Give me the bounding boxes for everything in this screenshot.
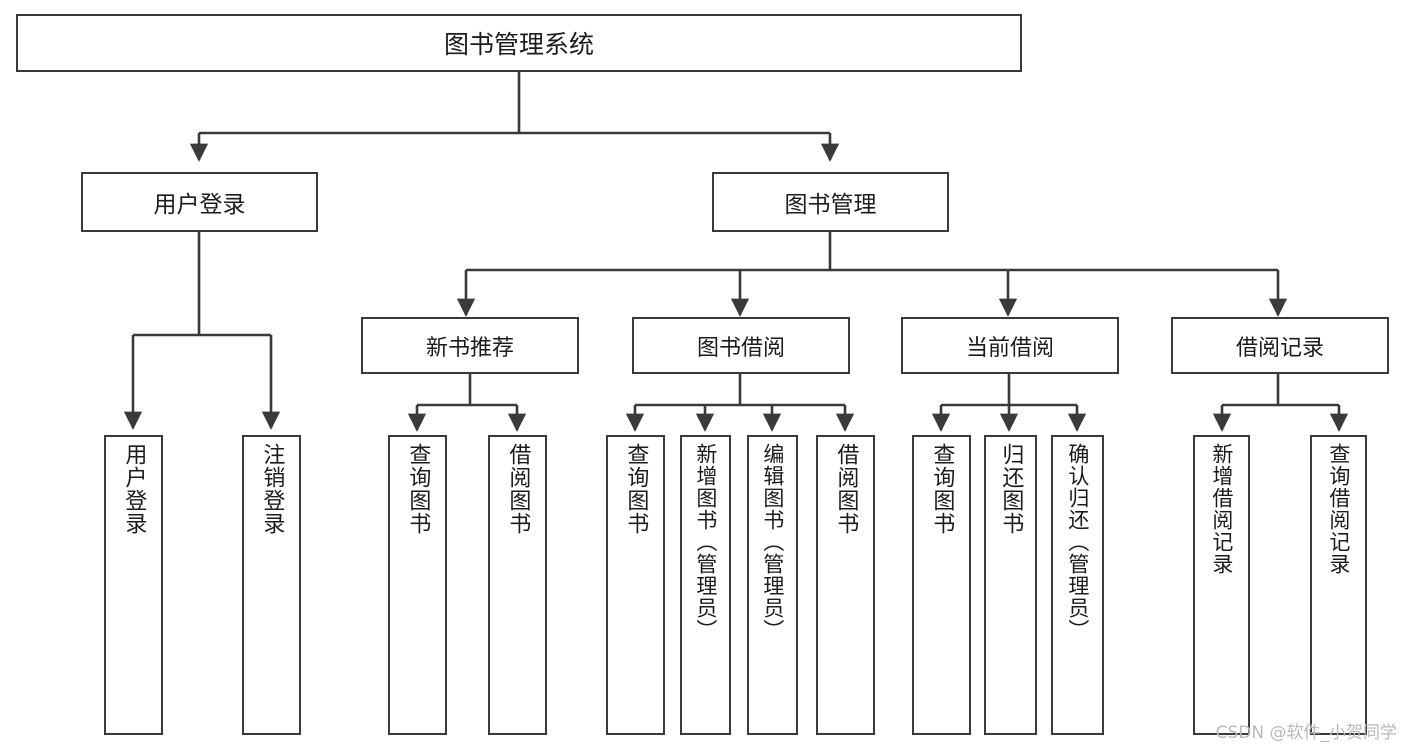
node-label: 查询图书 [405, 443, 431, 535]
node-current-borrow[interactable]: 当前借阅 [901, 317, 1119, 374]
node-label: 确认归还（管理员） [1065, 443, 1090, 641]
node-label: 图书借阅 [696, 335, 785, 361]
node-user-login[interactable]: 用户登录 [81, 172, 318, 232]
node-label: 当前借阅 [965, 335, 1054, 361]
node-label: 借阅记录 [1235, 335, 1324, 361]
node-leaf-add-borrow-record[interactable]: 新增借阅记录 [1193, 435, 1250, 735]
node-leaf-logout-login[interactable]: 注销登录 [242, 435, 301, 735]
node-label: 用户登录 [153, 192, 246, 218]
node-book-manage[interactable]: 图书管理 [712, 172, 949, 232]
node-label: 借阅图书 [505, 443, 531, 535]
node-label: 借阅图书 [833, 443, 859, 535]
node-leaf-confirm-return[interactable]: 确认归还（管理员） [1051, 435, 1104, 735]
node-label: 查询图书 [623, 443, 649, 535]
node-leaf-borrow-book[interactable]: 借阅图书 [816, 435, 875, 735]
node-leaf-add-book[interactable]: 新增图书（管理员） [680, 435, 731, 735]
node-label: 新增图书（管理员） [693, 443, 718, 641]
node-label: 注销登录 [259, 443, 285, 535]
node-label: 新增借阅记录 [1209, 443, 1234, 575]
node-label: 查询借阅记录 [1326, 443, 1351, 575]
node-leaf-edit-book[interactable]: 编辑图书（管理员） [747, 435, 798, 735]
node-leaf-query-book-current[interactable]: 查询图书 [912, 435, 971, 735]
node-borrow-record[interactable]: 借阅记录 [1171, 317, 1389, 374]
node-label: 新书推荐 [425, 335, 514, 361]
node-leaf-borrow-book-recommend[interactable]: 借阅图书 [488, 435, 547, 735]
watermark: CSDN @软件_小贺同学 [1215, 723, 1397, 743]
node-leaf-query-borrow-record[interactable]: 查询借阅记录 [1310, 435, 1367, 735]
node-label: 查询图书 [929, 443, 955, 535]
node-label: 用户登录 [121, 443, 147, 535]
node-book-borrow[interactable]: 图书借阅 [632, 317, 850, 374]
node-new-book-recommend[interactable]: 新书推荐 [361, 317, 579, 374]
node-label: 归还图书 [998, 443, 1024, 535]
node-root-system[interactable]: 图书管理系统 [16, 14, 1022, 72]
node-leaf-user-login[interactable]: 用户登录 [104, 435, 163, 735]
node-label: 图书管理 [784, 192, 877, 218]
node-label: 图书管理系统 [443, 30, 594, 59]
node-leaf-query-book-recommend[interactable]: 查询图书 [388, 435, 447, 735]
node-leaf-return-book[interactable]: 归还图书 [984, 435, 1037, 735]
node-leaf-query-book-borrow[interactable]: 查询图书 [606, 435, 665, 735]
node-label: 编辑图书（管理员） [760, 443, 785, 641]
